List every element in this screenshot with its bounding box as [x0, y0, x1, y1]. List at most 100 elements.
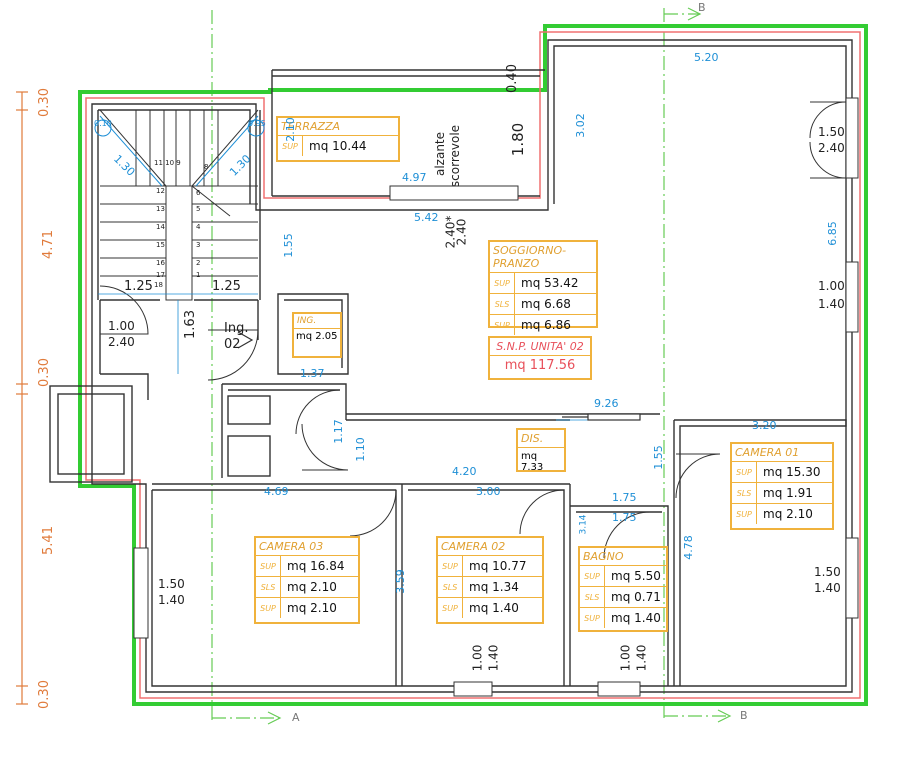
sup2-key: SUP — [580, 608, 605, 628]
dim-terr-302: 3.02 — [573, 113, 587, 138]
sls-value: mq 2.10 — [287, 580, 337, 594]
dim-478: 4.78 — [681, 535, 695, 560]
stair-step-6: 6 — [196, 189, 201, 197]
dim-542: 5.42 — [414, 211, 439, 224]
walls — [49, 39, 853, 693]
sls-key: SLS — [490, 294, 515, 314]
stair-step-13: 13 — [156, 205, 165, 213]
door-entry-240: 2.40 — [108, 335, 135, 349]
sup-value: mq 5.50 — [611, 569, 661, 583]
sup2-value: mq 1.40 — [611, 611, 661, 625]
sls-key: SLS — [438, 577, 463, 597]
dim-497: 4.97 — [402, 171, 427, 184]
sls-key: SLS — [580, 587, 605, 607]
snp-title: S.N.P. UNITA' 02 — [490, 338, 590, 356]
dim-terr-210: 2.10 — [283, 117, 297, 142]
dim-155-top: 1.55 — [281, 233, 295, 258]
label-alzante: alzante — [433, 131, 448, 177]
dim-terr-180: 1.80 — [509, 122, 528, 157]
stair-step-2: 2 — [196, 259, 201, 267]
external-dimension-line — [16, 91, 28, 705]
dim-520: 5.20 — [694, 51, 719, 64]
door-swings — [99, 101, 847, 559]
stair-dim-095: 0.95 — [248, 119, 266, 128]
sls-key: SLS — [256, 577, 281, 597]
unit-boundary-green — [78, 24, 868, 706]
sup-key: SUP — [256, 556, 281, 576]
windows — [133, 97, 859, 697]
dim-359: 3.59 — [393, 569, 407, 594]
stair-diag-blue — [94, 115, 265, 187]
dim-terr-040: 0.40 — [504, 64, 520, 93]
win-150-r2: 1.50 — [814, 565, 841, 579]
section-label-b-top: B — [698, 1, 706, 14]
dim-685: 6.85 — [825, 221, 839, 246]
sup-key: SUP — [490, 273, 515, 293]
sup2-value: mq 6.86 — [521, 318, 571, 332]
room-disimpegno: DIS. mq 7.33 — [516, 428, 566, 473]
win-140-right: 1.40 — [818, 297, 845, 311]
room-name: DIS. — [518, 430, 564, 448]
sup2-value: mq 2.10 — [287, 601, 337, 615]
sup-value: mq 10.77 — [469, 559, 527, 573]
sup2-value: mq 1.40 — [469, 601, 519, 615]
room-name: SOGGIORNO-PRANZO — [490, 242, 596, 273]
room-name: TERRAZZA — [278, 118, 398, 136]
dim-left-030-mid: 0.30 — [36, 358, 52, 387]
dim-137: 1.37 — [300, 367, 325, 380]
dim-926: 9.26 — [594, 397, 619, 410]
sup-key: SUP — [278, 136, 303, 156]
sup2-key: SUP — [438, 598, 463, 618]
stair-step-12: 12 — [156, 187, 165, 195]
sup-value: mq 16.84 — [287, 559, 345, 573]
label-scorrevole: scorrevole — [448, 124, 463, 188]
sup-value: mq 15.30 — [763, 465, 821, 479]
stair-step-15: 15 — [156, 241, 165, 249]
sup-value: mq 2.05 — [296, 331, 338, 342]
win-140-r2: 1.40 — [814, 581, 841, 595]
sup-value: mq 10.44 — [309, 139, 367, 153]
stair-dim-125a: 1.25 — [124, 279, 153, 294]
dim-left-030-top: 0.30 — [36, 88, 52, 117]
sup2-value: mq 2.10 — [763, 507, 813, 521]
stair-step-17: 17 — [156, 271, 165, 279]
win-150-left: 1.50 — [158, 577, 185, 591]
win-140-left: 1.40 — [158, 593, 185, 607]
dim-175a: 1.75 — [612, 491, 637, 504]
stair-step-16: 16 — [156, 259, 165, 267]
snp-unit-total: S.N.P. UNITA' 02 mq 117.56 — [488, 336, 592, 380]
stair-step-8: 8 — [204, 163, 209, 171]
dim-left-541: 5.41 — [40, 526, 56, 555]
sls-value: mq 6.68 — [521, 297, 571, 311]
door-entry-100: 1.00 — [108, 319, 135, 333]
stair-step-1: 1 — [196, 271, 201, 279]
sup2-key: SUP — [490, 315, 515, 335]
stair-step-18: 18 — [154, 281, 163, 289]
stairs — [99, 109, 259, 301]
dim-314: 3.14 — [578, 514, 589, 535]
room-bagno: BAGNO SUP mq 5.50 SLS mq 0.71 SUP mq 1.40 — [578, 546, 668, 632]
room-terrazza: TERRAZZA SUP mq 10.44 — [276, 116, 400, 162]
room-name: ING. — [294, 314, 340, 329]
win-150-top: 1.50 — [818, 125, 845, 139]
win-100-right: 1.00 — [818, 279, 845, 293]
sup-key: SUP — [732, 462, 757, 482]
sup-key: SUP — [580, 566, 605, 586]
sls-value: mq 1.34 — [469, 580, 519, 594]
dim-469: 4.69 — [264, 485, 289, 498]
section-label-b-bottom: B — [740, 709, 748, 722]
label-ing-02: 02 — [224, 337, 241, 352]
stair-step-3: 3 — [196, 241, 201, 249]
snp-value: mq 117.56 — [504, 358, 576, 373]
unit-boundary-red — [85, 31, 861, 699]
room-name: BAGNO — [580, 548, 666, 566]
win-140-b: 1.40 — [634, 644, 649, 672]
dim-175b: 1.75 — [612, 511, 637, 524]
sls-value: mq 0.71 — [611, 590, 661, 604]
stair-step-5: 5 — [196, 205, 201, 213]
dim-300: 3.00 — [476, 485, 501, 498]
room-name: CAMERA 01 — [732, 444, 832, 462]
